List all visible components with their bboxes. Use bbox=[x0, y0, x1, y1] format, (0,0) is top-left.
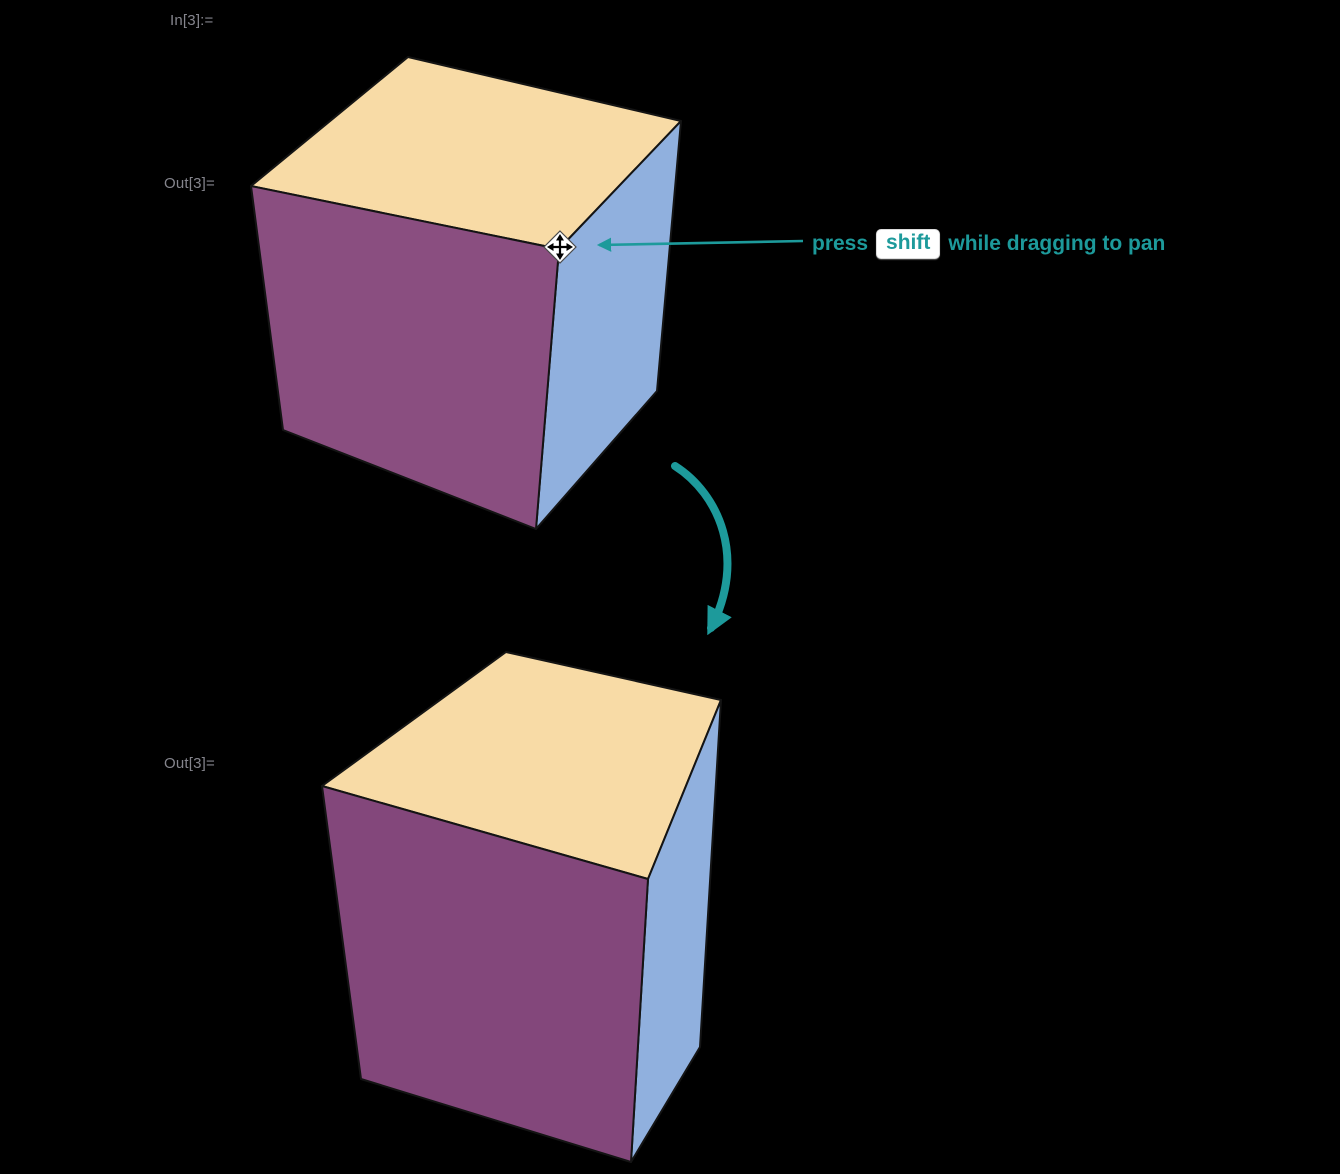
cube-graphic-bottom[interactable] bbox=[321, 651, 722, 1163]
cube2-front-face bbox=[321, 785, 649, 1163]
pan-cursor-icon bbox=[543, 230, 577, 264]
cube-graphic-top[interactable] bbox=[250, 56, 682, 530]
shift-keycap: shift bbox=[876, 229, 941, 259]
out-cell-label-top: Out[3]= bbox=[164, 175, 216, 192]
out-cell-label-bottom: Out[3]= bbox=[164, 755, 216, 772]
pan-cursor-arrowheads bbox=[547, 234, 573, 260]
cube1-front-face bbox=[250, 185, 560, 530]
annotation-arrow bbox=[596, 237, 804, 252]
annotation-press-text: press bbox=[812, 232, 869, 255]
annotation-rest-text: while dragging to pan bbox=[948, 232, 1166, 255]
pan-cursor-cross bbox=[552, 239, 568, 255]
transition-arrow bbox=[671, 462, 732, 636]
pan-annotation: press shift while dragging to pan bbox=[812, 229, 1165, 259]
in-cell-label: In[3]:= bbox=[170, 12, 214, 29]
